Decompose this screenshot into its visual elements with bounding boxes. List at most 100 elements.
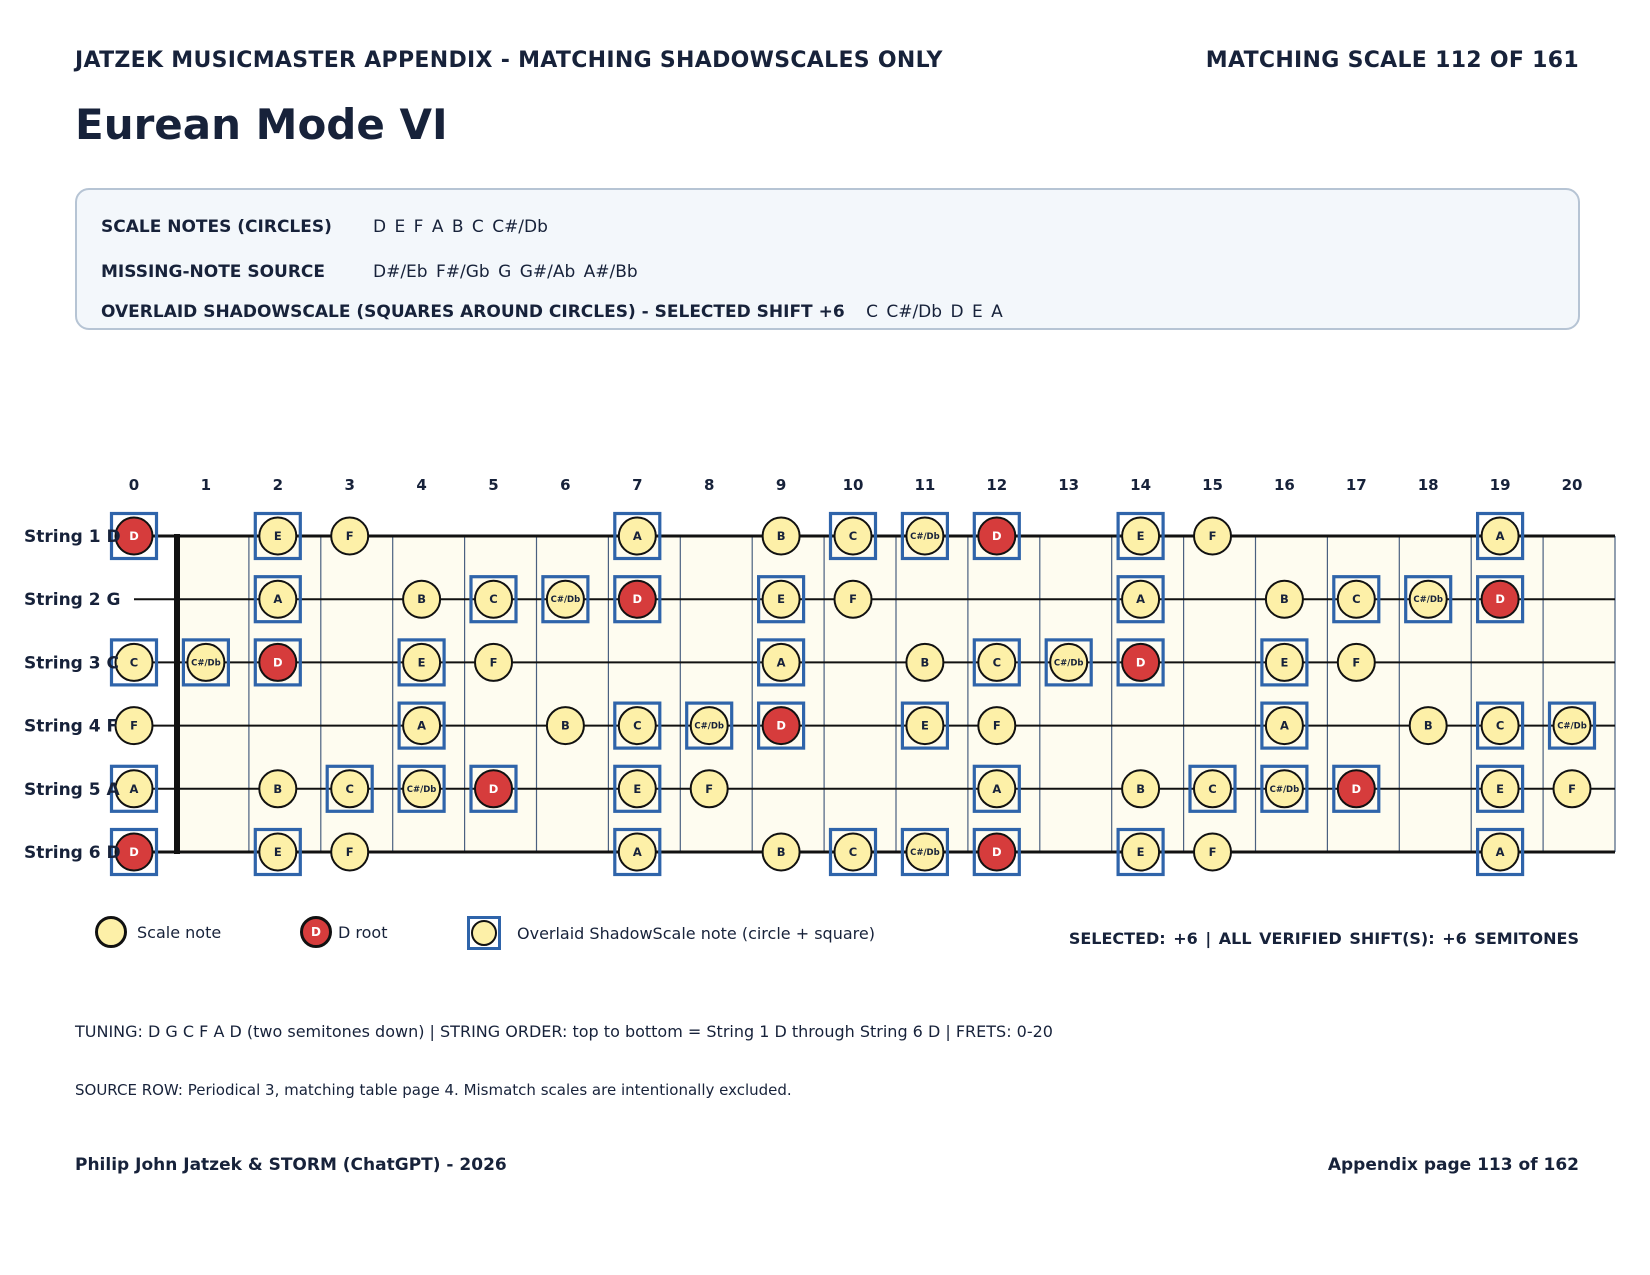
author-credit: Philip John Jatzek & STORM (ChatGPT) - 2… — [75, 1155, 507, 1175]
note-label: C — [849, 845, 857, 859]
note-label: A — [417, 719, 426, 733]
note-label: C — [1352, 592, 1360, 606]
note-circle — [833, 516, 873, 556]
note-circle — [617, 516, 657, 556]
note-label: C — [489, 592, 497, 606]
note-label: C#/Db — [407, 785, 437, 795]
note-circle — [761, 579, 801, 619]
note-circle — [1336, 642, 1376, 682]
overlay-square — [253, 511, 302, 561]
note-label: C#/Db — [551, 595, 581, 605]
overlay-notes-label: OVERLAID SHADOWSCALE (SQUARES AROUND CIR… — [101, 302, 845, 322]
overlay-square — [541, 575, 590, 624]
overlay-square — [1475, 511, 1525, 561]
note-label: C — [849, 529, 857, 543]
note-circle — [402, 579, 442, 619]
overlay-square — [828, 511, 878, 561]
note-circle — [617, 769, 657, 809]
note-label: C — [993, 655, 1001, 669]
note-circle — [977, 832, 1017, 872]
note-label: D — [129, 845, 139, 859]
note-label: D — [1136, 655, 1146, 669]
overlay-square — [1475, 701, 1525, 750]
string-label: String 5 A — [24, 780, 121, 800]
legend-root-note-label: D root — [338, 922, 388, 942]
note-label: E — [1280, 655, 1288, 669]
note-circle — [1264, 642, 1304, 682]
fret-number: 0 — [129, 476, 139, 494]
overlay-square — [1332, 575, 1381, 624]
note-circle — [617, 832, 657, 872]
note-circle — [114, 516, 154, 556]
selected-shift: SELECTED: +6 | ALL VERIFIED SHIFT(S): +6… — [1068, 929, 1579, 948]
string-label: String 1 D — [24, 527, 121, 547]
note-circle — [1193, 832, 1232, 872]
overlay-square — [613, 827, 662, 877]
note-circle — [905, 832, 945, 872]
fret-number: 8 — [704, 476, 714, 494]
note-circle — [689, 769, 729, 809]
note-label: C#/Db — [910, 532, 940, 542]
missing-notes-value: D#/Eb F#/Gb G G#/Ab A#/Bb — [373, 262, 638, 282]
note-circle — [474, 642, 513, 682]
note-label: F — [346, 529, 354, 543]
note-circle — [258, 516, 298, 556]
note-circle — [977, 642, 1017, 682]
note-label: B — [417, 592, 426, 606]
missing-notes-label: MISSING-NOTE SOURCE — [101, 262, 326, 282]
overlay-square — [253, 575, 302, 624]
note-label: C — [1208, 782, 1216, 796]
legend-root-note: D D root — [300, 916, 387, 948]
note-label: C#/Db — [1413, 595, 1443, 605]
overlay-square — [109, 638, 159, 687]
note-label: F — [1568, 782, 1576, 796]
note-label: E — [633, 782, 641, 796]
note-label: C — [130, 655, 138, 669]
note-label: C — [1496, 719, 1504, 733]
overlay-square — [469, 575, 518, 624]
fret-number: 12 — [986, 476, 1007, 494]
note-label: F — [1209, 845, 1217, 859]
note-circle — [761, 642, 801, 682]
note-label: A — [633, 845, 642, 859]
fret-number: 1 — [201, 476, 211, 494]
note-label: C — [633, 719, 641, 733]
note-label: E — [921, 719, 929, 733]
note-label: F — [130, 719, 138, 733]
note-label: A — [1496, 845, 1505, 859]
note-circle — [1121, 579, 1161, 619]
note-circle — [330, 769, 370, 809]
note-label: F — [993, 719, 1001, 733]
note-circle — [1480, 769, 1520, 809]
fret-number: 9 — [776, 476, 786, 494]
note-label: E — [777, 592, 785, 606]
note-label: F — [705, 782, 713, 796]
note-circle — [689, 706, 729, 746]
overlay-square — [1116, 638, 1165, 687]
overlay-square — [972, 638, 1021, 687]
note-circle — [977, 516, 1017, 556]
page-title: Eurean Mode VI — [75, 100, 448, 149]
note-label: D — [489, 782, 499, 796]
appendix-header: JATZEK MUSICMASTER APPENDIX - MATCHING S… — [75, 48, 943, 73]
fret-number: 10 — [843, 476, 864, 494]
overlay-square — [109, 764, 159, 813]
note-circle — [1264, 706, 1304, 746]
note-circle — [258, 642, 298, 682]
note-circle — [114, 642, 154, 682]
note-label: F — [346, 845, 354, 859]
fret-number: 11 — [914, 476, 935, 494]
nut — [174, 534, 180, 854]
note-circle — [114, 769, 154, 809]
note-circle — [114, 706, 154, 746]
overlay-square — [1332, 764, 1381, 813]
fret-number: 16 — [1274, 476, 1295, 494]
note-label: C#/Db — [1557, 722, 1587, 732]
note-label: C#/Db — [910, 848, 940, 858]
note-label: B — [921, 655, 930, 669]
note-circle — [617, 579, 657, 619]
note-circle — [1121, 642, 1161, 682]
note-label: B — [561, 719, 570, 733]
overlay-square — [685, 701, 734, 750]
